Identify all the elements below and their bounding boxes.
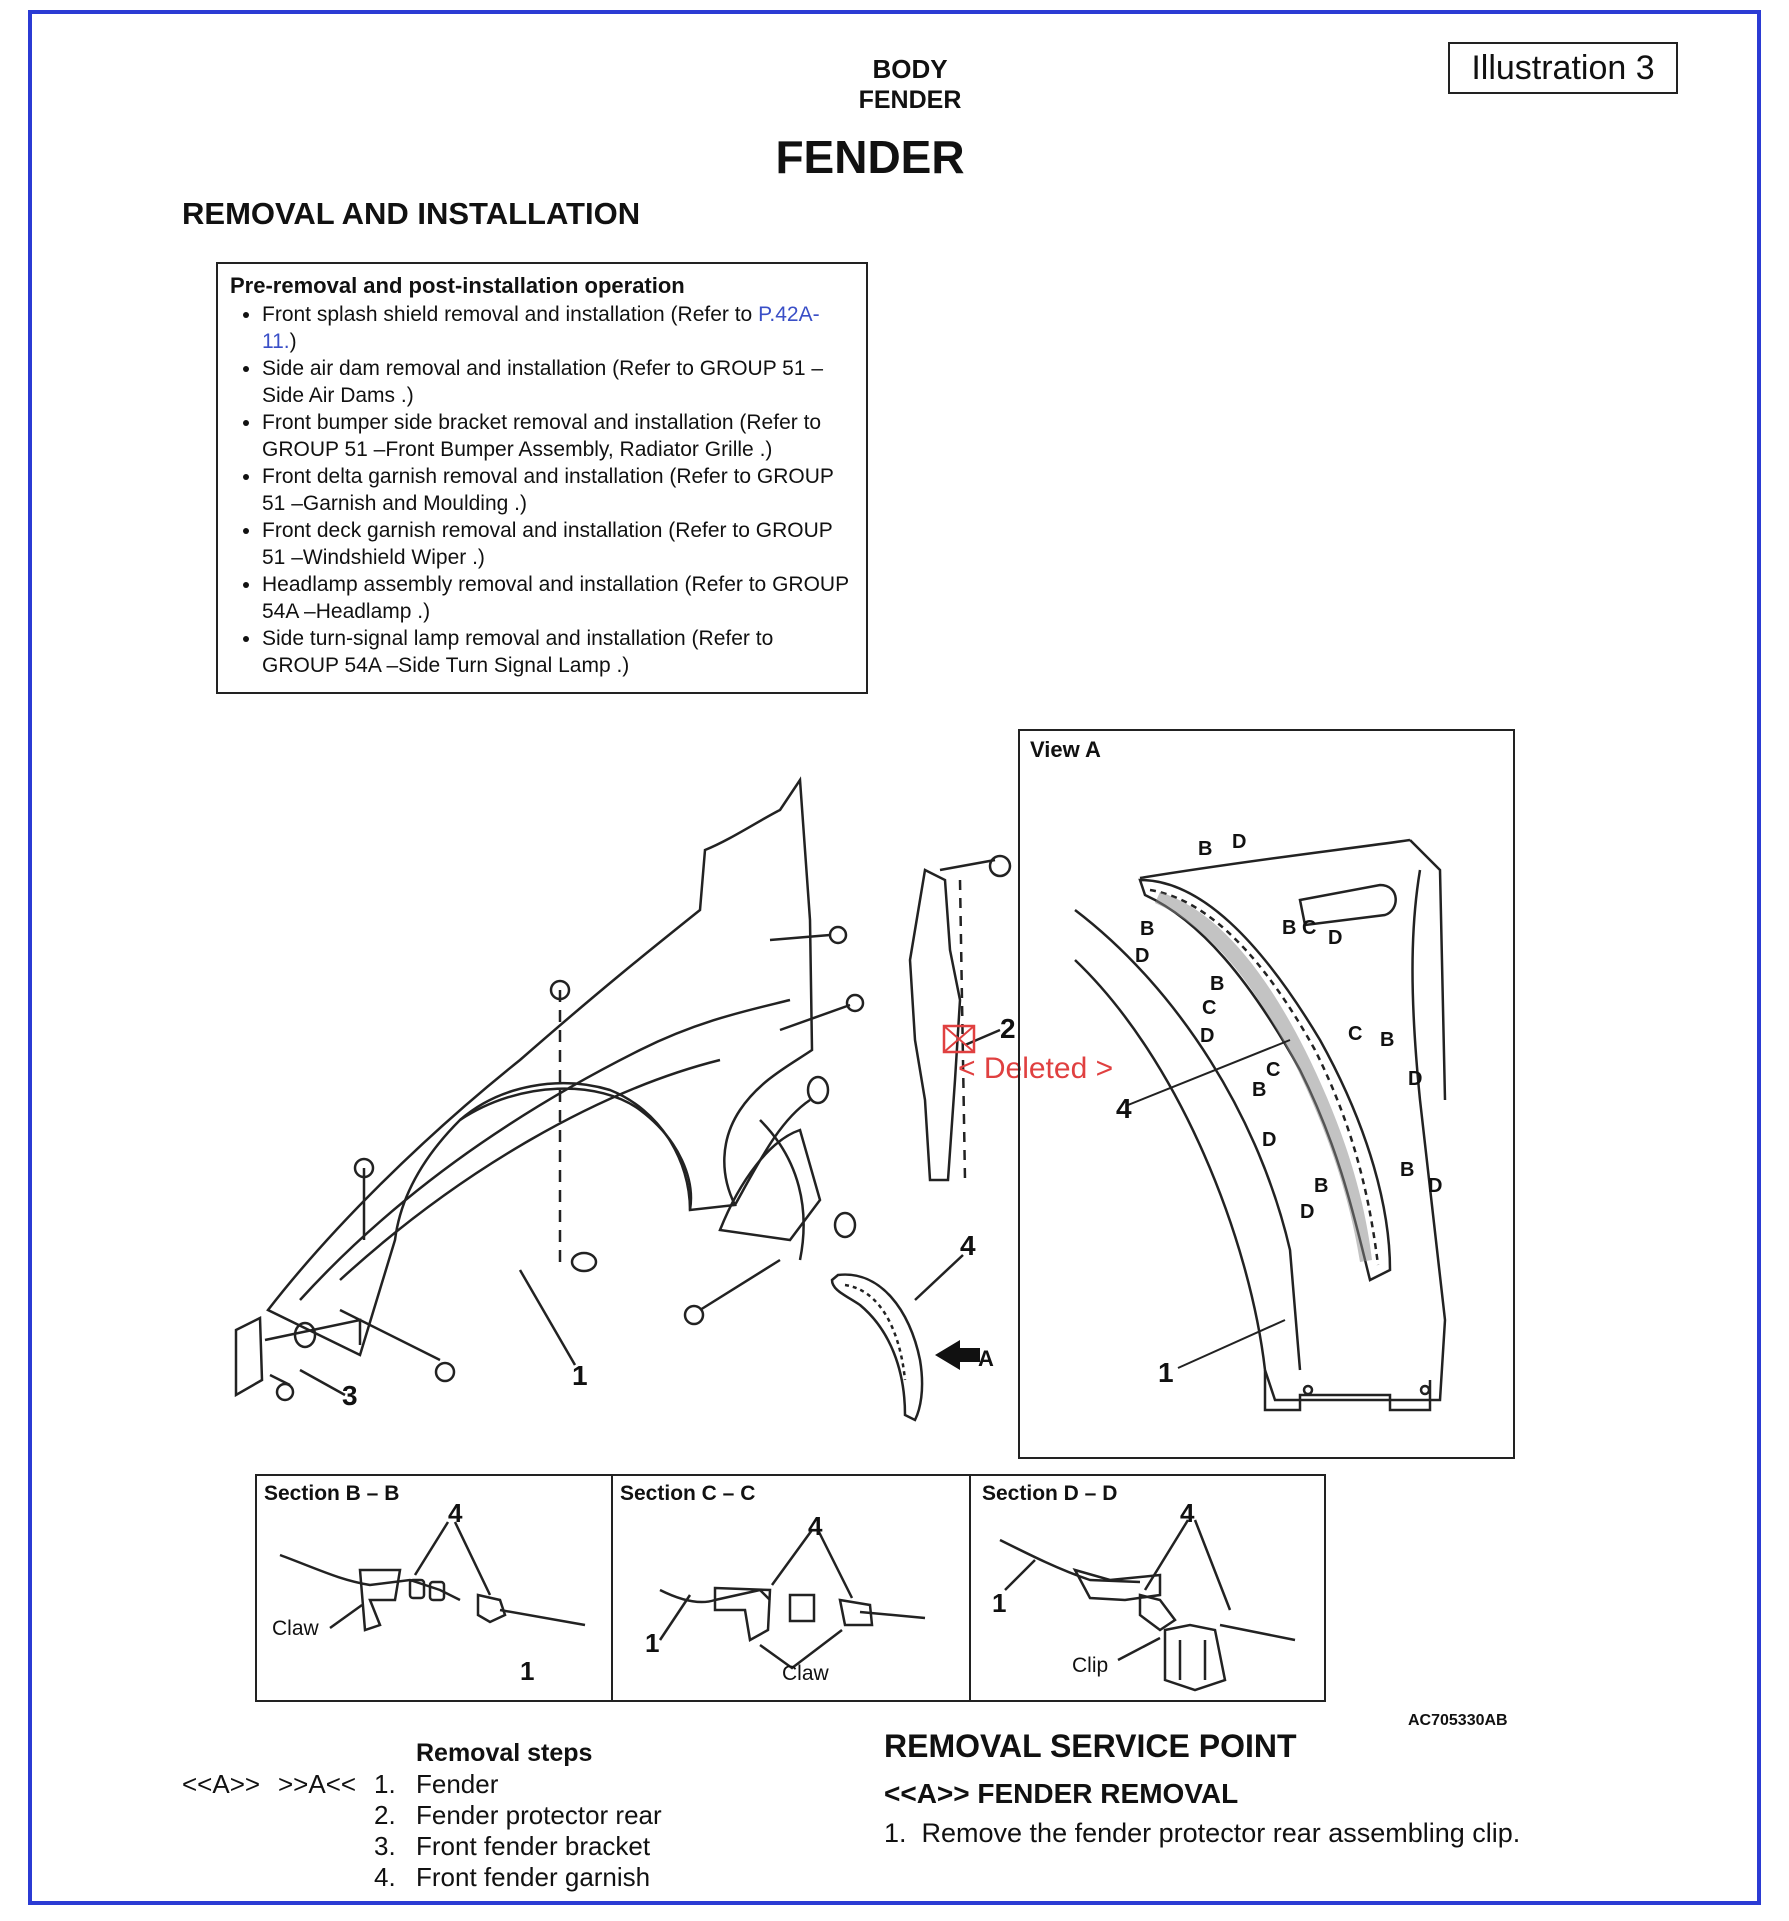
sections-frame — [255, 1474, 1326, 1702]
section-heading: REMOVAL AND INSTALLATION — [182, 196, 641, 231]
section-c-note: Claw — [782, 1662, 830, 1685]
step-4: 4.Front fender garnish — [374, 1862, 651, 1892]
view-a-arrow — [935, 1340, 980, 1370]
section-b-part: 4 — [448, 1498, 463, 1528]
view-a-label-c: C — [1302, 917, 1316, 939]
view-a-label-d: D — [1300, 1201, 1314, 1223]
view-a-garnish — [1138, 878, 1392, 1282]
view-a-label-d: D — [1408, 1068, 1422, 1090]
list-item: Side air dam removal and installation (R… — [262, 355, 854, 409]
list-item: Front splash shield removal and installa… — [262, 301, 854, 355]
fender-protector-rear — [908, 868, 962, 1182]
view-a-label-b: B — [1210, 973, 1224, 995]
view-a-label-c: C — [1348, 1023, 1362, 1045]
section-b-note: Claw — [272, 1617, 320, 1640]
view-a-label-b: B — [1252, 1079, 1266, 1101]
illustration-label: Illustration 3 — [1448, 42, 1678, 94]
list-item: Headlamp assembly removal and installati… — [262, 571, 854, 625]
section-c-base: 1 — [645, 1628, 659, 1658]
view-a-label-b: B — [1140, 918, 1154, 940]
deleted-marker — [942, 1024, 976, 1054]
header-category: BODY — [872, 54, 948, 84]
header-subcategory: FENDER — [858, 86, 962, 114]
list-item: Side turn-signal lamp removal and instal… — [262, 625, 854, 679]
page-frame — [28, 10, 1761, 1905]
view-a-label-b: B — [1380, 1029, 1394, 1051]
callout-3: 3 — [342, 1380, 358, 1411]
list-item: Front bumper side bracket removal and in… — [262, 409, 854, 463]
service-point-subheading: <<A>> FENDER REMOVAL — [884, 1778, 1239, 1809]
view-a-label-b: B — [1198, 838, 1212, 860]
list-item: Front delta garnish removal and installa… — [262, 463, 854, 517]
section-b-base: 1 — [520, 1656, 534, 1686]
view-a-callout-1: 1 — [1158, 1357, 1174, 1388]
front-fender-garnish — [830, 1273, 924, 1422]
view-a-label-c: C — [1266, 1059, 1280, 1081]
callout-1: 1 — [572, 1360, 588, 1391]
pre-removal-list: Front splash shield removal and installa… — [230, 301, 854, 679]
service-point-instruction: 1. Remove the fender protector rear asse… — [884, 1818, 1521, 1848]
callout-a: A — [978, 1346, 994, 1371]
view-a-label-b: B — [1400, 1159, 1414, 1181]
reference-link[interactable]: P.42A-11. — [262, 303, 820, 353]
removal-steps-heading: Removal steps — [416, 1739, 593, 1767]
view-a-label-d: D — [1200, 1025, 1214, 1047]
view-a-label-d: D — [1328, 927, 1342, 949]
callout-2: 2 — [1000, 1013, 1016, 1044]
pre-removal-heading: Pre-removal and post-installation operat… — [230, 273, 685, 298]
figure-code: AC705330AB — [1408, 1712, 1508, 1729]
view-a-label-d: D — [1428, 1175, 1442, 1197]
view-a-label-d: D — [1135, 945, 1149, 967]
view-a-panel — [1018, 729, 1515, 1459]
section-d-part: 4 — [1180, 1498, 1195, 1528]
section-c-part: 4 — [808, 1511, 823, 1541]
service-point-heading: REMOVAL SERVICE POINT — [884, 1728, 1297, 1764]
page-title: FENDER — [775, 131, 965, 183]
view-a-title: View A — [1030, 737, 1101, 762]
view-a-label-b: B — [1314, 1175, 1328, 1197]
section-b-title: Section B – B — [264, 1482, 399, 1505]
view-a-label-d: D — [1262, 1129, 1276, 1151]
step-3: 3.Front fender bracket — [374, 1831, 651, 1861]
view-a-label-c: C — [1202, 997, 1216, 1019]
front-fender-bracket — [234, 1316, 264, 1398]
callout-4: 4 — [960, 1230, 976, 1261]
fender-outline — [266, 776, 814, 1357]
section-c-title: Section C – C — [620, 1482, 755, 1505]
deleted-label: < Deleted > — [958, 1052, 1113, 1085]
step-2: 2.Fender protector rear — [374, 1800, 662, 1830]
view-a-label-d: D — [1232, 831, 1246, 853]
section-d-base: 1 — [992, 1588, 1006, 1618]
pre-removal-box: Pre-removal and post-installation operat… — [216, 262, 868, 694]
section-d-note: Clip — [1072, 1654, 1108, 1677]
marker-b: >>A<< — [278, 1769, 357, 1799]
step-1: 1.Fender — [374, 1769, 499, 1799]
view-a-callout-4: 4 — [1116, 1093, 1132, 1124]
marker-a: <<A>> — [182, 1769, 261, 1799]
section-d-title: Section D – D — [982, 1482, 1117, 1505]
view-a-label-b: B — [1282, 917, 1296, 939]
list-item: Front deck garnish removal and installat… — [262, 517, 854, 571]
